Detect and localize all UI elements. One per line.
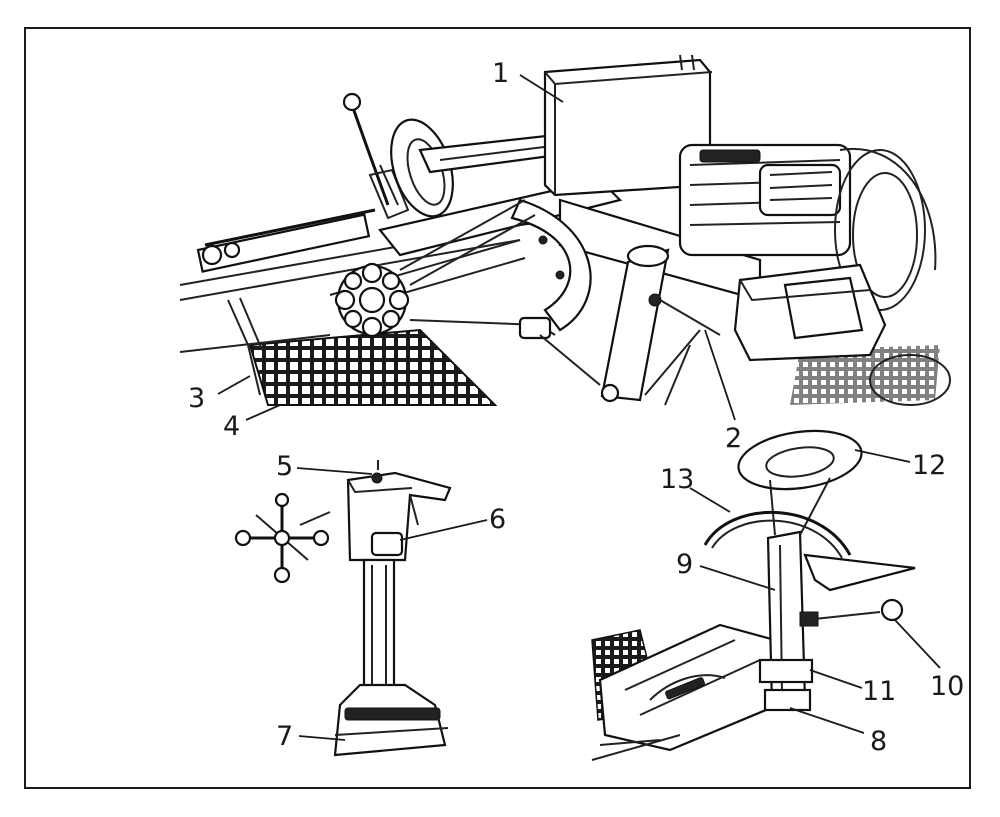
callout-11: 11: [862, 676, 896, 707]
callout-1: 1: [492, 58, 509, 89]
callout-9: 9: [676, 549, 693, 580]
star-wheel: [334, 262, 410, 338]
callout-labels: 1 2 3 4 5 6 7 8 9 10 11 12 13: [188, 58, 964, 757]
grid-mat: [248, 328, 498, 406]
callout-10: 10: [930, 671, 964, 702]
callout-4: 4: [223, 411, 240, 442]
leader-lines: [217, 74, 941, 741]
pedestal-stand: [234, 460, 452, 757]
callout-5: 5: [276, 451, 293, 482]
callout-13: 13: [660, 464, 694, 495]
callout-7: 7: [276, 721, 293, 752]
main-machine-drawing: [179, 54, 951, 406]
callout-8: 8: [870, 726, 887, 757]
turntable-assembly: [591, 429, 916, 761]
callout-12: 12: [912, 450, 946, 481]
callout-2: 2: [725, 423, 742, 454]
callout-6: 6: [489, 504, 506, 535]
callout-3: 3: [188, 383, 205, 414]
cross-spindle: [234, 492, 331, 584]
